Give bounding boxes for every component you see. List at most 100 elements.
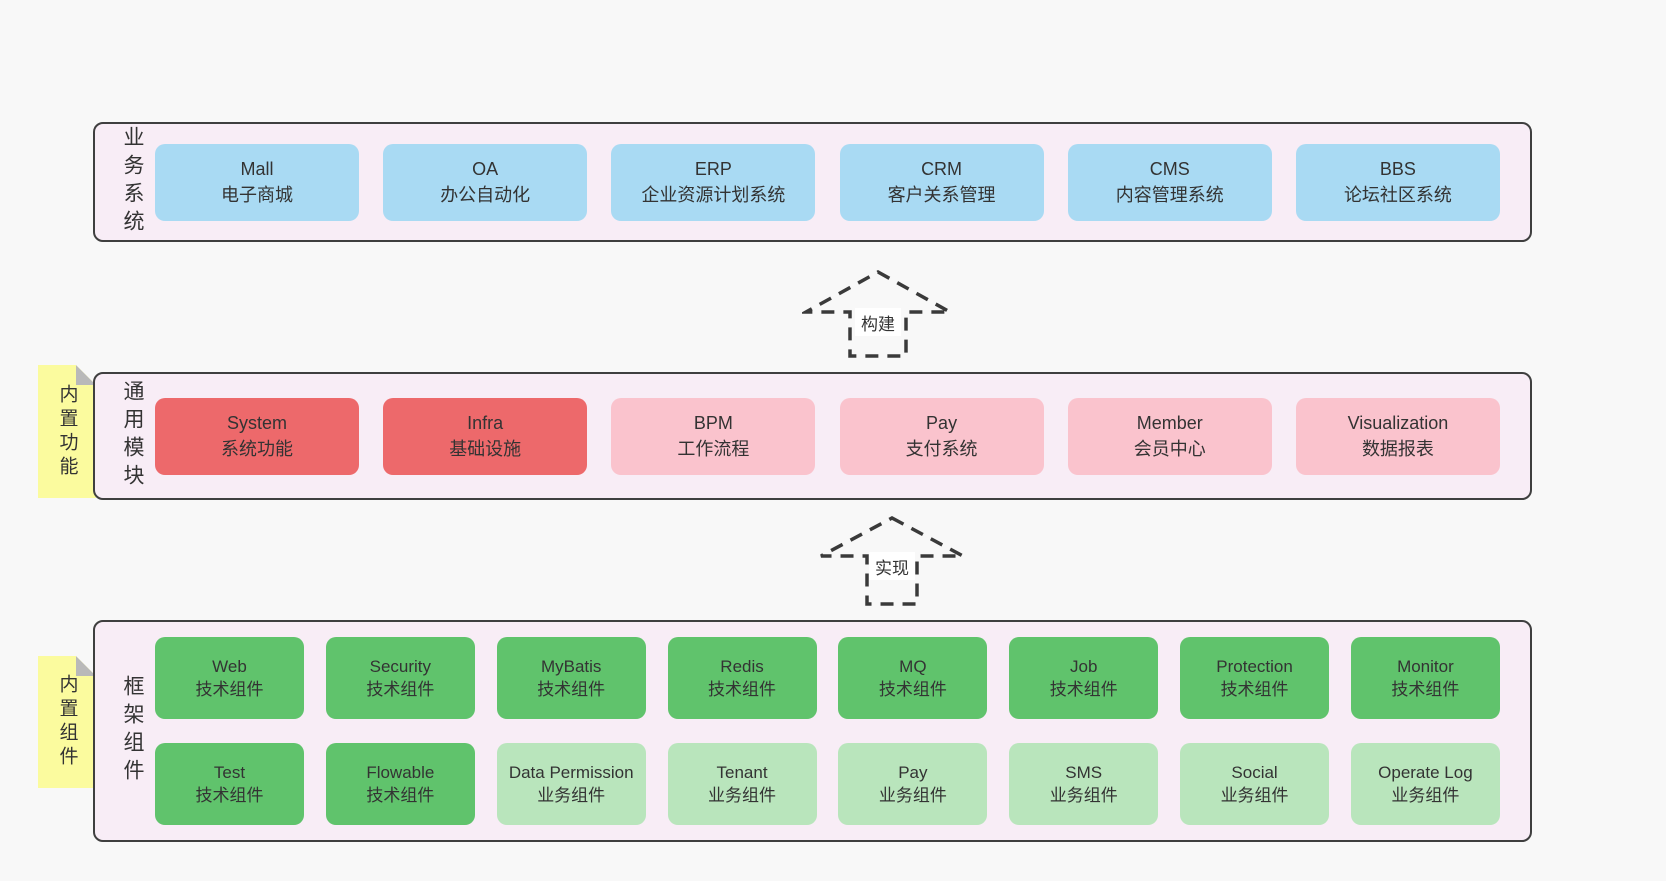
box-row: Mall 电子商城 OA 办公自动化 ERP 企业资源计划系统 CRM 客户关系管理 CMS 内容… [155,143,1500,221]
box-title: Security [369,657,432,676]
module-box-mybatis: MyBatis 技术组件 [496,637,646,719]
box-title: Protection [1216,657,1293,676]
note-text: 内置功能 [56,383,78,480]
box-subtitle: 系统功能 [221,439,293,459]
up-arrow-icon [802,269,954,358]
box-subtitle: 支付系统 [905,439,978,459]
box-subtitle: 技术组件 [1049,680,1118,699]
module-box-monitor: Monitor 技术组件 [1350,637,1500,719]
box-subtitle: 技术组件 [1220,680,1289,699]
module-box-sms: SMS 业务组件 [1009,743,1159,825]
sticky-note-builtin-components: 内置组件 [38,656,96,788]
box-title: Pay [926,413,958,433]
module-box-erp: ERP 企业资源计划系统 [611,143,816,221]
box-subtitle: 会员中心 [1133,439,1206,459]
module-box-member: Member 会员中心 [1067,397,1272,475]
box-title: Social [1231,763,1278,782]
box-title: MQ [899,657,927,676]
box-title: System [226,413,287,433]
box-title: Member [1136,413,1203,433]
box-title: Web [212,657,247,676]
layer-common-modules: 通用模块 System 系统功能 Infra 基础设施 BPM 工作流程 Pay 支付系统 Me… [93,372,1532,500]
module-box-bpm: BPM 工作流程 [611,397,816,475]
box-subtitle: 业务组件 [537,786,606,805]
box-title: OA [472,159,499,179]
box-title: BPM [693,413,733,433]
layer-side-label: 通用模块 [121,380,144,492]
module-box-cms: CMS 内容管理系统 [1067,143,1272,221]
box-subtitle: 业务组件 [1049,786,1118,805]
box-subtitle: 内容管理系统 [1115,185,1224,205]
module-box-protection: Protection 技术组件 [1180,637,1330,719]
box-title: CMS [1149,159,1190,179]
layer-side-label: 业务系统 [121,126,144,238]
box-subtitle: 技术组件 [537,680,606,699]
box-title: Monitor [1397,657,1454,676]
note-text: 内置组件 [56,674,78,770]
box-title: Infra [467,413,504,433]
box-subtitle: 业务组件 [1220,786,1289,805]
box-subtitle: 技术组件 [878,680,947,699]
box-subtitle: 业务组件 [878,786,947,805]
box-title: MyBatis [540,657,602,676]
module-box-web: Web 技术组件 [155,637,304,719]
module-box-bbs: BBS 论坛社区系统 [1295,143,1500,221]
box-title: Redis [720,657,764,676]
layer-box-rows: Mall 电子商城 OA 办公自动化 ERP 企业资源计划系统 CRM 客户关系管理 CMS 内容… [143,143,1530,221]
box-subtitle: 企业资源计划系统 [641,185,786,205]
box-subtitle: 工作流程 [677,439,750,459]
module-box-tenant: Tenant 业务组件 [667,743,817,825]
box-title: CRM [921,159,963,179]
box-subtitle: 技术组件 [708,680,777,699]
box-subtitle: 技术组件 [366,786,435,805]
module-box-crm: CRM 客户关系管理 [839,143,1044,221]
box-subtitle: 基础设施 [449,439,522,459]
module-box-redis: Redis 技术组件 [667,637,817,719]
sticky-note-builtin-functions: 内置功能 [38,365,96,498]
module-box-test: Test 技术组件 [155,743,304,825]
box-title: BBS [1379,159,1416,179]
module-box-mall: Mall 电子商城 [155,143,359,221]
box-subtitle: 技术组件 [1391,680,1460,699]
module-box-pay: Pay 支付系统 [839,397,1044,475]
box-subtitle: 业务组件 [708,786,777,805]
module-box-visualization: Visualization 数据报表 [1295,397,1500,475]
arrow-label-implement: 实现 [869,552,915,580]
box-subtitle: 电子商城 [221,185,293,205]
box-title: ERP [694,159,732,179]
module-box-social: Social 业务组件 [1180,743,1330,825]
up-arrow-icon [820,516,964,606]
box-subtitle: 论坛社区系统 [1343,185,1452,205]
box-title: SMS [1065,763,1103,782]
box-title: Operate Log [1378,763,1473,782]
box-subtitle: 数据报表 [1361,439,1434,459]
box-title: Pay [898,763,928,782]
box-subtitle: 客户关系管理 [887,185,996,205]
box-title: Flowable [366,763,435,782]
box-row: System 系统功能 Infra 基础设施 BPM 工作流程 Pay 支付系统 Member 会… [155,397,1500,475]
box-title: Job [1070,657,1098,676]
box-subtitle: 技术组件 [195,786,264,805]
box-title: Tenant [716,763,768,782]
layer-business-systems: 业务系统 Mall 电子商城 OA 办公自动化 ERP 企业资源计划系统 CRM 客户关系管理… [93,122,1532,242]
arrow-label-build: 构建 [855,308,901,336]
box-title: Test [213,763,246,782]
box-title: Visualization [1347,413,1449,433]
module-box-mq: MQ 技术组件 [838,637,988,719]
module-box-oa: OA 办公自动化 [383,143,588,221]
module-box-system: System 系统功能 [155,397,359,475]
box-subtitle: 技术组件 [195,680,264,699]
module-box-pay: Pay 业务组件 [838,743,988,825]
box-title: Mall [240,159,274,179]
module-box-flowable: Flowable 技术组件 [325,743,475,825]
box-subtitle: 办公自动化 [440,185,531,205]
layer-box-rows: System 系统功能 Infra 基础设施 BPM 工作流程 Pay 支付系统 Member 会… [143,397,1530,475]
